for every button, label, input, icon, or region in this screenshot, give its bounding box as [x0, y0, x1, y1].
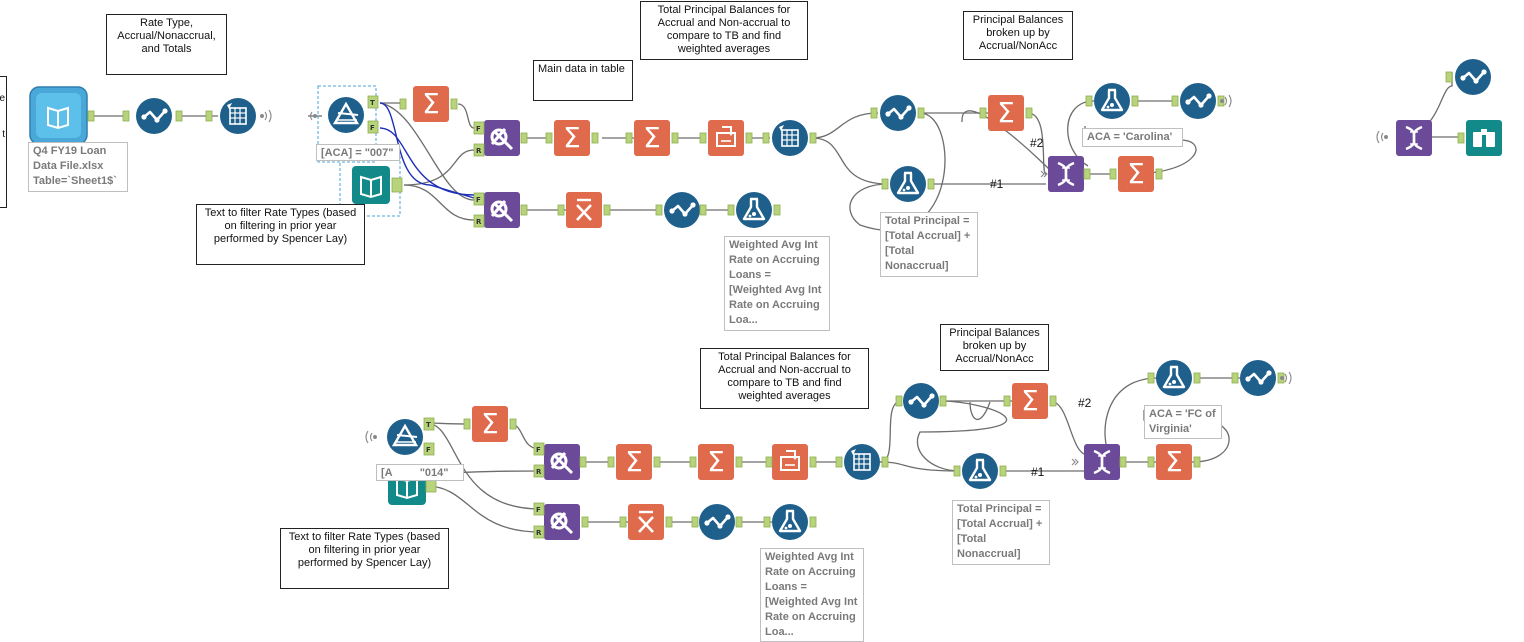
comment-text-filter-bottom[interactable]: Text to filter Rate Types (based on filt… [280, 528, 449, 589]
formula-tool-6[interactable] [1156, 360, 1192, 396]
sigma-icon [643, 121, 661, 154]
join-label-1-top: #1 [990, 177, 1004, 191]
join-label-2-top: #2 [1030, 136, 1044, 150]
comment-main-data[interactable]: Main data in table [533, 60, 633, 101]
join-tool-1[interactable] [484, 120, 520, 156]
anchor-false-label: F [476, 125, 481, 133]
comment-rate-type[interactable]: Rate Type, Accrual/Nonaccrual, and Total… [106, 14, 227, 75]
average-tool-2[interactable] [628, 504, 664, 540]
join-tool-3[interactable] [544, 444, 580, 480]
anchor-true-label: T [370, 99, 375, 107]
multirow-tool-1[interactable] [220, 98, 256, 134]
select-tool-2[interactable] [664, 192, 700, 228]
comment-total-principal-top[interactable]: Total Principal Balances for Accrual and… [640, 1, 808, 60]
sigma-icon [997, 96, 1015, 129]
anchor-false-label: F [536, 506, 541, 514]
sigma-icon [625, 445, 643, 478]
sigma-icon [707, 445, 725, 478]
connection-anchors[interactable] [87, 71, 1465, 539]
input-data-tool[interactable] [29, 86, 88, 145]
summarize-tool-8[interactable] [698, 444, 734, 480]
formula-total-bottom-annotation: Total Principal = [Total Accrual] + [Tot… [952, 500, 1050, 565]
comment-total-principal-bottom[interactable]: Total Principal Balances for Accrual and… [700, 348, 869, 409]
anchor-right-label: R [536, 529, 542, 537]
multirow-tool-3[interactable] [844, 444, 880, 480]
summarize-tool-3[interactable] [634, 120, 670, 156]
summarize-tool-4[interactable] [988, 95, 1024, 131]
join-tool-4[interactable] [544, 504, 580, 540]
anchor-false-label: F [536, 446, 541, 454]
select-tool-8[interactable] [1240, 360, 1276, 396]
summarize-tool-5[interactable] [1118, 156, 1154, 192]
anchor-false-label: F [370, 124, 375, 132]
select-tool-4[interactable] [1180, 83, 1216, 119]
select-tool-3[interactable] [880, 95, 916, 131]
anchor-right-label: R [476, 218, 482, 226]
summarize-tool-10[interactable] [1156, 444, 1192, 480]
sigma-icon [1165, 445, 1183, 478]
formula-tool-1[interactable] [736, 192, 772, 228]
summarize-tool-7[interactable] [616, 444, 652, 480]
weighted-top-annotation: Weighted Avg Int Rate on Accruing Loans … [724, 236, 830, 331]
formula-tool-2[interactable] [890, 166, 926, 202]
sort-tool-1[interactable] [708, 120, 744, 156]
select-tool-7[interactable] [903, 383, 939, 419]
filter-tool-bottom[interactable] [387, 419, 423, 455]
filter-bottom-annotation: [A "014" [376, 464, 464, 481]
filter-tool-top[interactable] [328, 97, 364, 133]
select-tool-5[interactable] [1455, 59, 1491, 95]
comment-principal-split-top[interactable]: Principal Balances broken up by Accrual/… [963, 11, 1073, 60]
anchor-right-label: R [476, 147, 482, 155]
sigma-icon [481, 407, 499, 440]
blue-connector-false [379, 127, 475, 196]
aca-carolina-annotation: ACA = 'Carolina' [1082, 128, 1183, 147]
anchor-false-label: F [476, 196, 481, 204]
select-tool-6[interactable] [699, 504, 735, 540]
formula-total-top-annotation: Total Principal = [Total Accrual] + [Tot… [880, 212, 978, 277]
sigma-icon [1021, 384, 1039, 417]
comment-principal-split-bottom[interactable]: Principal Balances broken up by Accrual/… [940, 324, 1049, 371]
append-fields-tool-3[interactable] [1084, 444, 1120, 480]
aca-fc-virginia-annotation: ACA = 'FC of Virginia' [1144, 405, 1222, 439]
anchor-false-label: F [426, 446, 431, 454]
anchor-true-label: T [426, 421, 431, 429]
formula-tool-4[interactable] [772, 504, 808, 540]
sigma-icon [563, 121, 581, 154]
formula-tool-5[interactable] [962, 453, 998, 489]
join-label-1-bottom: #1 [1031, 465, 1045, 479]
comment-text-filter-top[interactable]: Text to filter Rate Types (based on filt… [196, 204, 365, 265]
append-fields-tool-1[interactable] [1048, 156, 1084, 192]
summarize-tool-9[interactable] [1012, 383, 1048, 419]
weighted-bottom-annotation: Weighted Avg Int Rate on Accruing Loans … [760, 548, 864, 642]
sigma-icon [1127, 157, 1145, 190]
anchor-right-label: R [536, 468, 542, 476]
summarize-tool-6[interactable] [472, 406, 508, 442]
select-tool-1[interactable] [136, 98, 172, 134]
sort-tool-2[interactable] [772, 444, 808, 480]
summarize-tool-2[interactable] [554, 120, 590, 156]
connection-progress-marks [260, 94, 1388, 466]
text-input-tool-top[interactable] [352, 166, 390, 204]
filter-top-annotation: [ACA] = "007" [316, 144, 400, 161]
summarize-tool-1[interactable] [413, 86, 449, 122]
formula-tool-3[interactable] [1094, 83, 1130, 119]
join-tool-2[interactable] [484, 192, 520, 228]
multirow-tool-2[interactable] [772, 120, 808, 156]
average-tool-1[interactable] [566, 192, 602, 228]
append-fields-tool-2[interactable] [1396, 120, 1432, 156]
sigma-icon [422, 87, 440, 120]
browse-tool[interactable] [1466, 120, 1502, 156]
input-file-annotation: Q4 FY19 Loan Data File.xlsx Table=`Sheet… [28, 142, 128, 192]
join-label-2-bottom: #2 [1078, 396, 1092, 410]
